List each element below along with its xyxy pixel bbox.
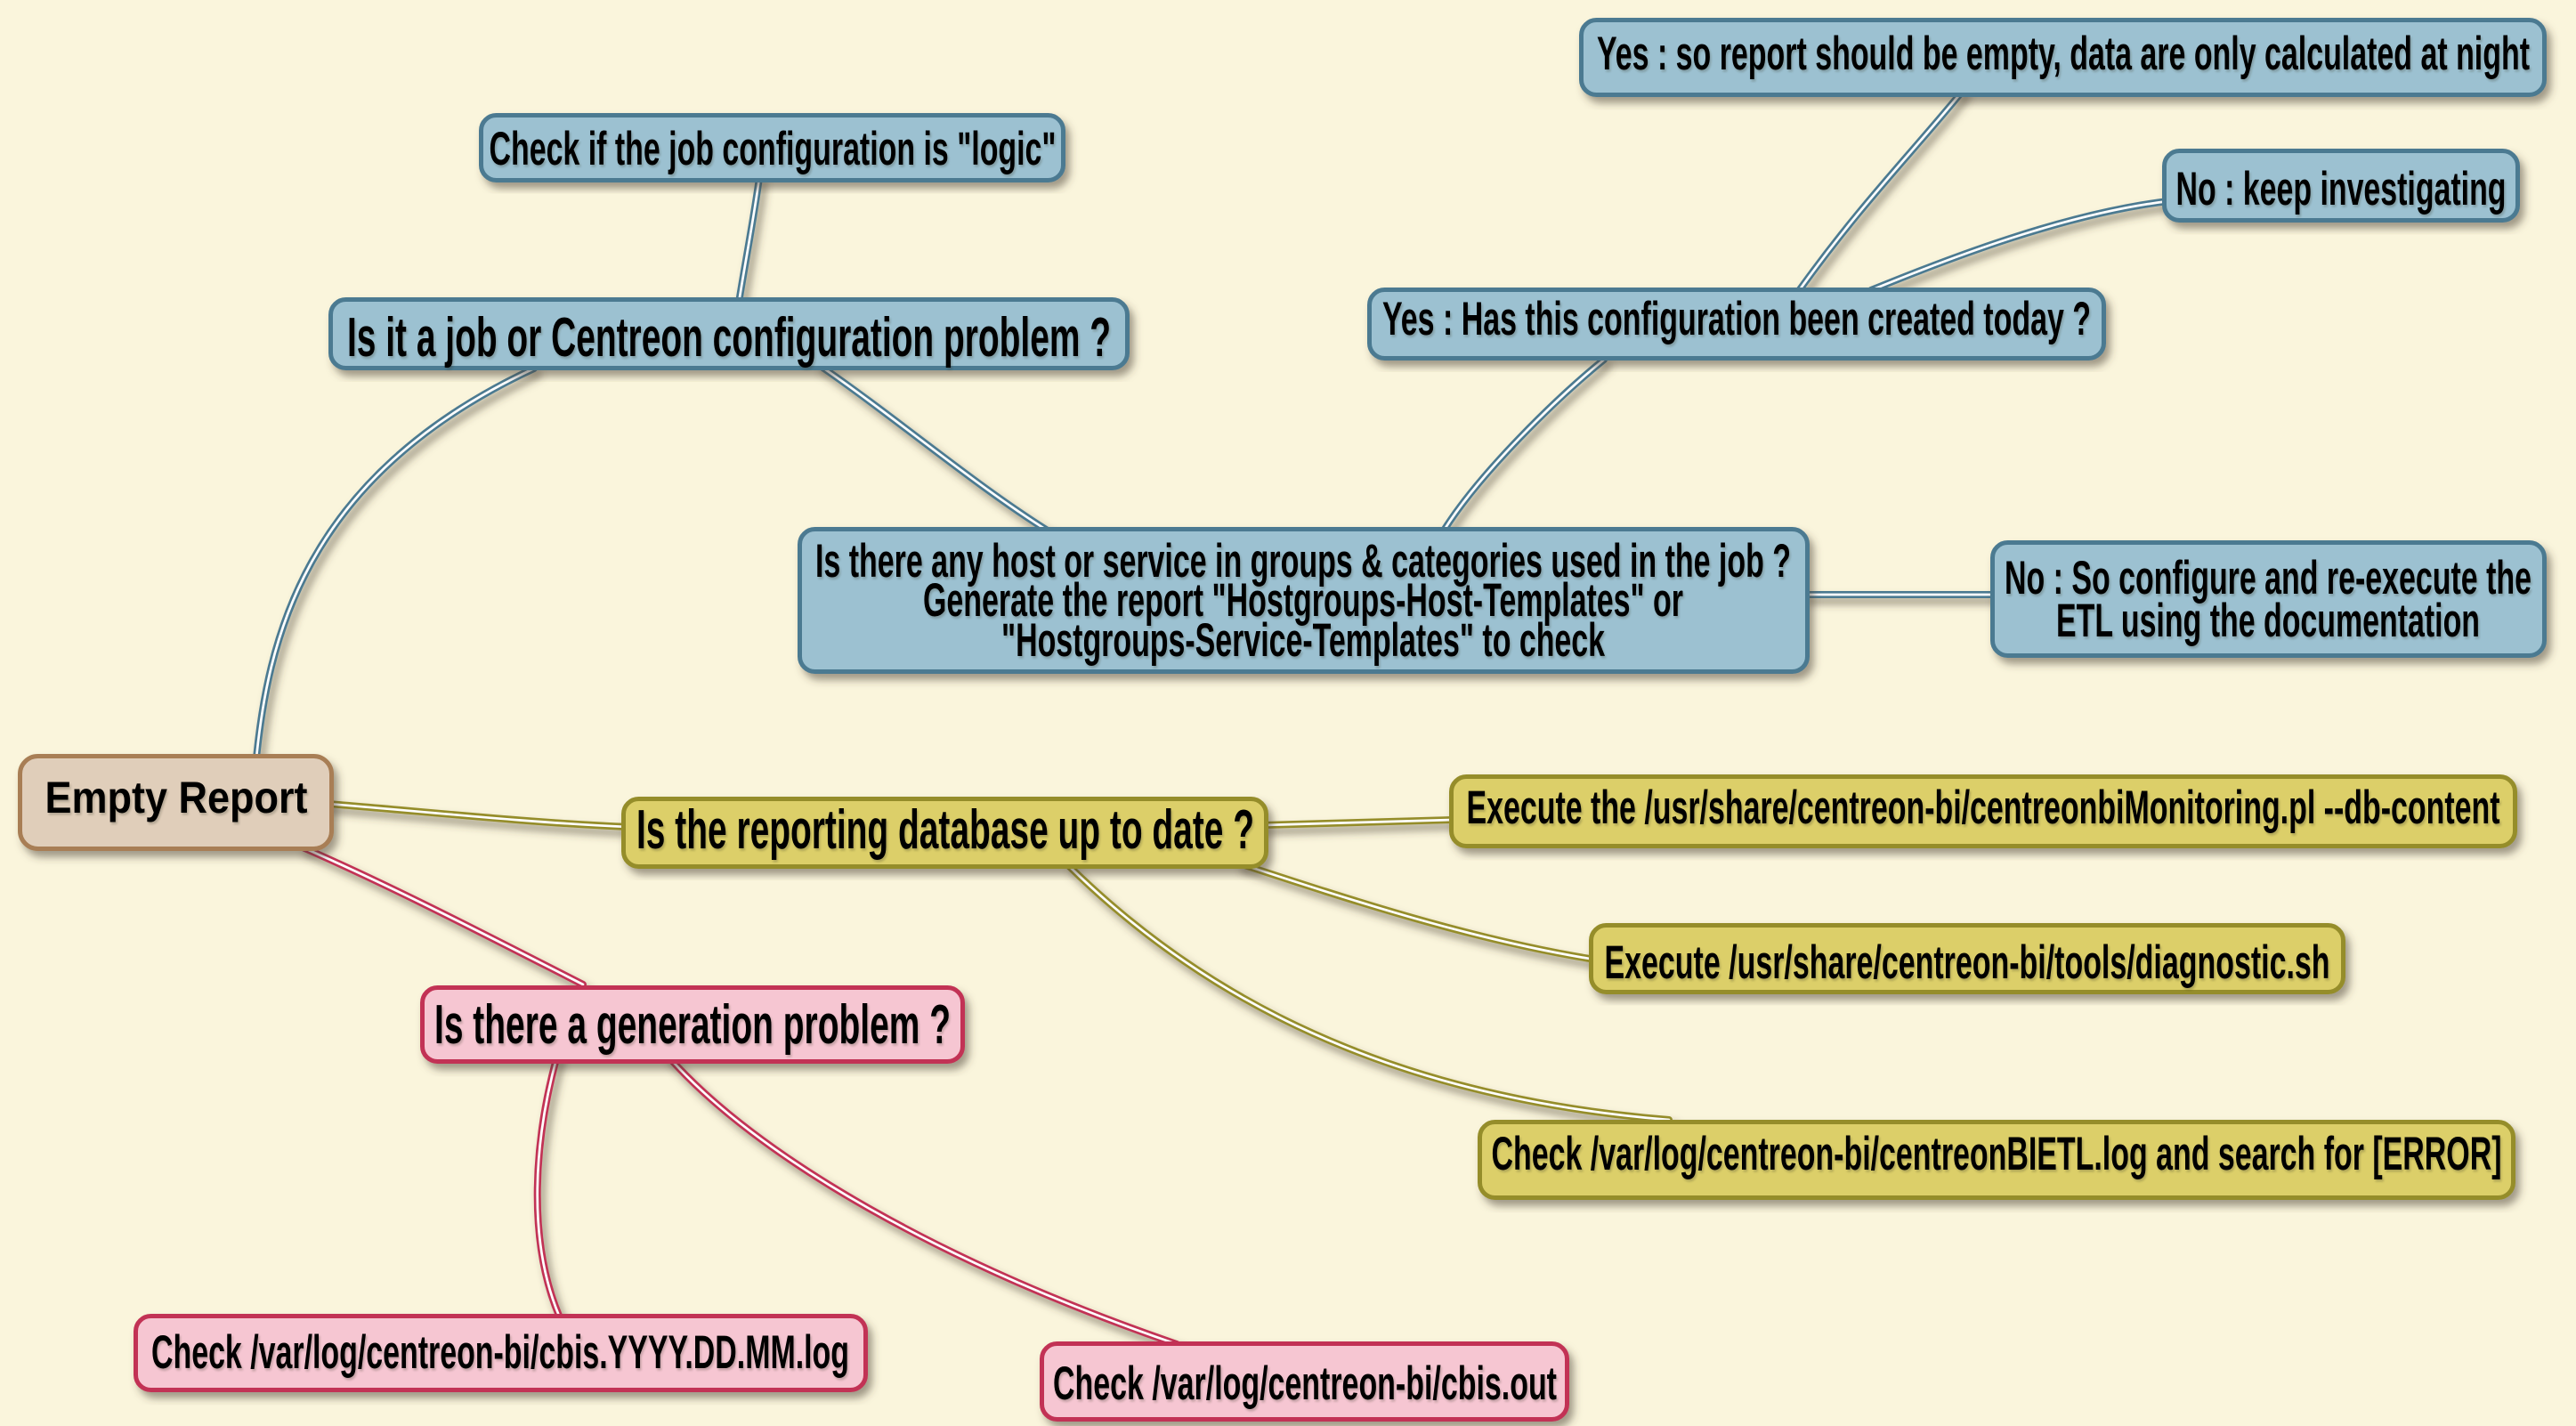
svg-text:Check /var/log/centreon-bi/cen: Check /var/log/centreon-bi/centreonBIETL… bbox=[1492, 1128, 2502, 1180]
svg-text:Yes : Has this configuration b: Yes : Has this configuration been create… bbox=[1382, 293, 2091, 345]
svg-text:Is the reporting database up t: Is the reporting database up to date ? bbox=[636, 799, 1254, 861]
svg-text:Yes : so report should be empt: Yes : so report should be empty, data ar… bbox=[1597, 28, 2530, 80]
svg-text:Generate the report "Hostgroup: Generate the report "Hostgroups-Host-Tem… bbox=[923, 574, 1683, 627]
svg-text:Is it a job or Centreon config: Is it a job or Centreon configuration pr… bbox=[347, 307, 1111, 369]
svg-text:Empty Report: Empty Report bbox=[45, 773, 308, 822]
svg-text:Check /var/log/centreon-bi/cbi: Check /var/log/centreon-bi/cbis.out bbox=[1053, 1357, 1557, 1410]
svg-text:Check /var/log/centreon-bi/cbi: Check /var/log/centreon-bi/cbis.YYYY.DD.… bbox=[151, 1326, 849, 1379]
svg-text:Execute the /usr/share/centreo: Execute the /usr/share/centreon-bi/centr… bbox=[1467, 782, 2500, 834]
svg-text:No : keep investigating: No : keep investigating bbox=[2176, 163, 2507, 215]
svg-text:ETL using the documentation: ETL using the documentation bbox=[2056, 595, 2480, 647]
svg-text:Is there a generation problem: Is there a generation problem ? bbox=[434, 994, 951, 1056]
svg-text:Check if the job configuration: Check if the job configuration is "logic… bbox=[490, 123, 1057, 175]
svg-text:"Hostgroups-Service-Templates": "Hostgroups-Service-Templates" to check bbox=[1001, 614, 1605, 667]
svg-text:No : So configure and re-execu: No : So configure and re-execute the bbox=[2005, 552, 2531, 604]
svg-text:Execute /usr/share/centreon-bi: Execute /usr/share/centreon-bi/tools/dia… bbox=[1605, 936, 2330, 989]
svg-text:Is there any host or service i: Is there any host or service in groups &… bbox=[815, 535, 1791, 587]
